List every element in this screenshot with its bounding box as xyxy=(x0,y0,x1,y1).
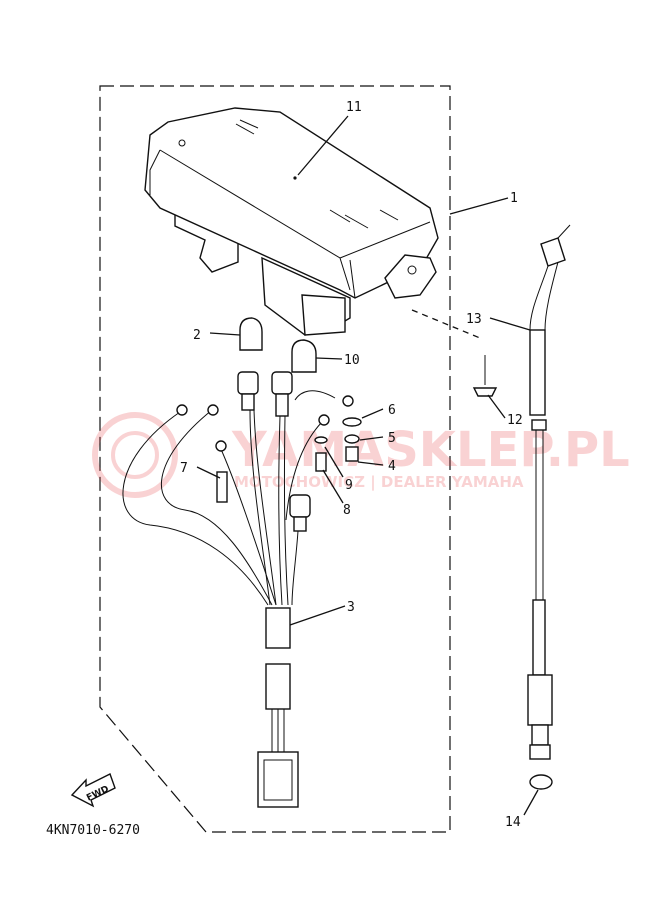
hardware-screws-washers xyxy=(216,417,362,503)
bulb-indicator xyxy=(239,317,263,351)
watermark-logo: YAMASKLEP.PL MOTOCHOWICZ | DEALER YAMAHA xyxy=(92,412,630,498)
callout-9: 9 xyxy=(345,478,353,493)
callout-10: 10 xyxy=(344,353,360,368)
watermark-brand: YAMASKLEP.PL xyxy=(231,422,630,478)
callout-4: 4 xyxy=(388,459,396,474)
o-ring xyxy=(529,774,553,790)
callout-7: 7 xyxy=(180,461,188,476)
wire-harness xyxy=(122,371,354,808)
callout-13: 13 xyxy=(466,312,482,327)
callout-3: 3 xyxy=(347,600,355,615)
speedometer-unit xyxy=(144,107,439,336)
assembly-boundary xyxy=(99,85,451,833)
screw-12 xyxy=(472,355,498,397)
callout-2: 2 xyxy=(193,328,201,343)
fwd-arrow-icon: FWD xyxy=(70,773,116,808)
watermark-tagline: MOTOCHOWICZ | DEALER YAMAHA xyxy=(234,473,524,492)
callout-1: 1 xyxy=(510,191,518,206)
callout-labels: 1 2 3 4 5 6 7 8 9 10 11 12 13 14 xyxy=(180,100,523,830)
part-code: 4KN7010-6270 xyxy=(46,823,140,838)
callout-5: 5 xyxy=(388,431,396,446)
callout-6: 6 xyxy=(388,403,396,418)
callout-12: 12 xyxy=(507,413,523,428)
callout-14: 14 xyxy=(505,815,521,830)
speedometer-cable xyxy=(527,224,571,760)
bulb-meter-light xyxy=(291,339,317,373)
leader-lines xyxy=(196,115,539,816)
callout-8: 8 xyxy=(343,503,351,518)
callout-11: 11 xyxy=(346,100,362,115)
